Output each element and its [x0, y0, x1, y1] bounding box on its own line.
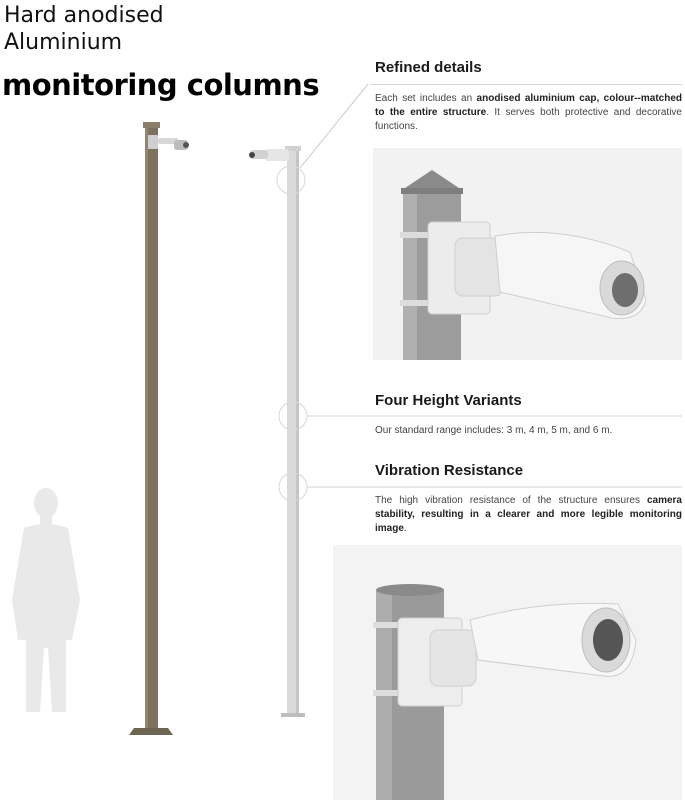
page-title: Hard anodised Aluminium	[4, 2, 164, 56]
callout-circle-cap	[276, 165, 306, 195]
divider	[370, 84, 682, 85]
title-line-1: Hard anodised	[4, 3, 164, 28]
page-subtitle: monitoring columns	[2, 68, 320, 102]
vibration-resistance-text: The high vibration resistance of the str…	[375, 495, 682, 534]
vibration-resistance-heading: Vibration Resistance	[375, 462, 524, 479]
height-variants-text: Our standard range includes: 3 m, 4 m, 5…	[375, 425, 613, 436]
vibration-detail-image	[333, 545, 682, 800]
refined-details-heading: Refined details	[375, 59, 482, 76]
silver-column	[249, 146, 305, 717]
bronze-column	[129, 122, 189, 735]
cap-detail-image	[373, 148, 682, 360]
refined-details-text: Each set includes an anodised aluminium …	[375, 93, 682, 132]
height-variants-heading: Four Height Variants	[375, 392, 522, 409]
human-silhouette-icon	[12, 488, 80, 712]
title-line-2: Aluminium	[4, 30, 123, 55]
